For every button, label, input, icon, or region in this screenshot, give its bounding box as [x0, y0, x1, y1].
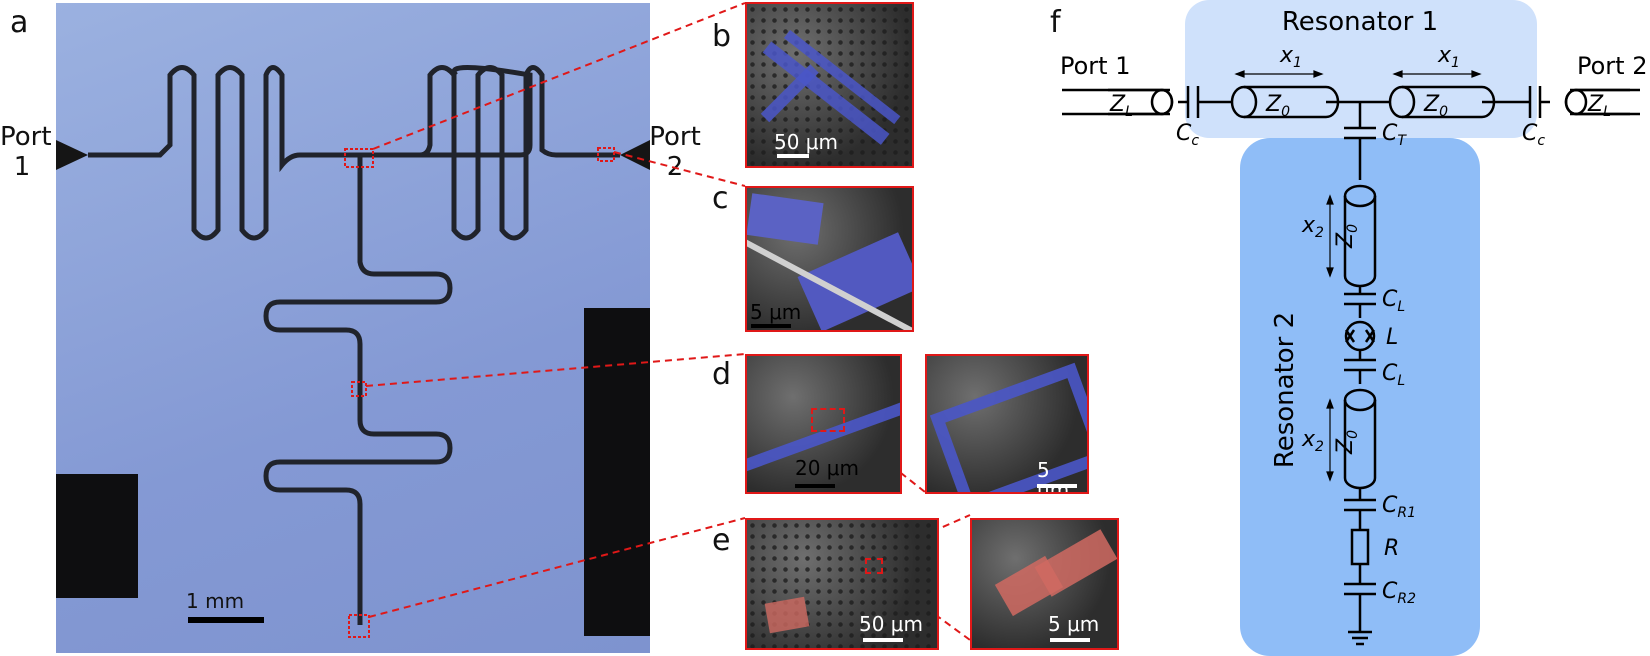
svg-text:Z0: Z0	[1265, 92, 1290, 120]
svg-text:ZL: ZL	[1109, 92, 1133, 120]
svg-text:R: R	[1384, 536, 1399, 561]
svg-text:CT: CT	[1382, 121, 1407, 149]
svg-text:Z0: Z0	[1423, 92, 1448, 120]
sem-image-e: 50 μm	[745, 518, 939, 650]
sem-image-d: 20 μm	[745, 354, 902, 494]
svg-text:x1: x1	[1279, 43, 1302, 71]
svg-text:CL: CL	[1382, 361, 1405, 389]
chip-drawing	[56, 65, 650, 638]
svg-text:CR1: CR1	[1382, 493, 1416, 521]
circuit-diagram: Resonator 1 Resonator 2 Port 1 Port 2	[1060, 0, 1647, 656]
dark-block-left	[56, 474, 138, 598]
panel-label-b: b	[712, 19, 732, 54]
panel-label-e: e	[712, 523, 731, 558]
panel-label-a: a	[10, 5, 29, 40]
meander-resonator2	[263, 155, 453, 625]
port1-circuit-label: Port 1	[1060, 52, 1130, 80]
scale-label-b: 50 μm	[774, 130, 839, 154]
resonator1-region	[1185, 0, 1537, 138]
sem-image-c: 5 μm	[745, 186, 914, 332]
panel-a: a Port 1 Port 2 1 mm	[0, 0, 701, 656]
port1-label: Port 1	[0, 122, 52, 182]
svg-text:Cc: Cc	[1176, 121, 1199, 149]
scale-label-d: 20 μm	[795, 456, 860, 480]
port1-pad	[56, 140, 88, 170]
port2-label: Port 2	[649, 122, 701, 182]
svg-text:Z0: Z0	[1333, 430, 1361, 455]
svg-text:Z0: Z0	[1333, 224, 1361, 249]
svg-text:x2: x2	[1301, 427, 1324, 455]
svg-text:x1: x1	[1437, 43, 1460, 71]
sem-image-b: 50 μm	[745, 2, 914, 168]
port2-circuit-label: Port 2	[1577, 52, 1647, 80]
panel-label-d: d	[712, 357, 732, 392]
svg-text:L: L	[1386, 325, 1398, 350]
resonator2-region	[1240, 138, 1480, 656]
scale-label-d-zoom: 5 μm	[1037, 458, 1070, 494]
panel-label-f: f	[1050, 5, 1061, 40]
scale-label-e: 50 μm	[859, 612, 924, 636]
svg-text:CR2: CR2	[1382, 579, 1416, 607]
scale-label-c: 5 μm	[750, 300, 802, 324]
svg-text:CL: CL	[1382, 287, 1405, 315]
svg-text:x2: x2	[1301, 213, 1324, 241]
sem-image-e-zoom: 5 μm	[970, 518, 1119, 650]
svg-text:ZL: ZL	[1587, 92, 1611, 120]
sem-image-d-zoom: 5 μm	[925, 354, 1089, 494]
resonator1-label: Resonator 1	[1282, 7, 1438, 37]
scale-label-1mm: 1 mm	[186, 589, 245, 613]
scale-label-e-zoom: 5 μm	[1048, 612, 1100, 636]
resonator2-label: Resonator 2	[1270, 312, 1300, 468]
panel-label-c: c	[712, 181, 729, 216]
scale-bar-1mm	[188, 617, 264, 623]
svg-text:Cc: Cc	[1522, 121, 1545, 149]
